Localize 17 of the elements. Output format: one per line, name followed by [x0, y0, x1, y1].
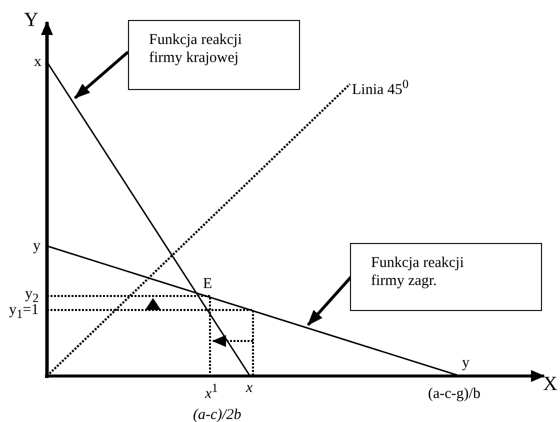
tick-label: y$_{2}$ [25, 286, 39, 305]
tick-label: y$_{1}$=1 [9, 302, 39, 322]
callout-box: Funkcja reakcji firmy zagr. [350, 243, 542, 311]
callout-box: Funkcja reakcji firmy krajowej [128, 20, 300, 90]
line-label: Linia 45$^{0}$ [352, 76, 409, 98]
leader-arrow [74, 50, 129, 100]
tick-label: (a-c-g)/b [428, 386, 480, 402]
tick-label: y [462, 355, 470, 371]
leader-arrow [306, 276, 352, 326]
tick-label: y [33, 238, 40, 254]
tick-label: x$^{1}$ [205, 380, 218, 402]
axis-label: (a-c)/2b [193, 407, 242, 422]
tick-label: x [246, 380, 253, 396]
axis-label: X [543, 373, 558, 395]
point-label: E [203, 276, 212, 292]
axis-label: Y [24, 9, 38, 31]
tick-label: x [34, 54, 42, 70]
